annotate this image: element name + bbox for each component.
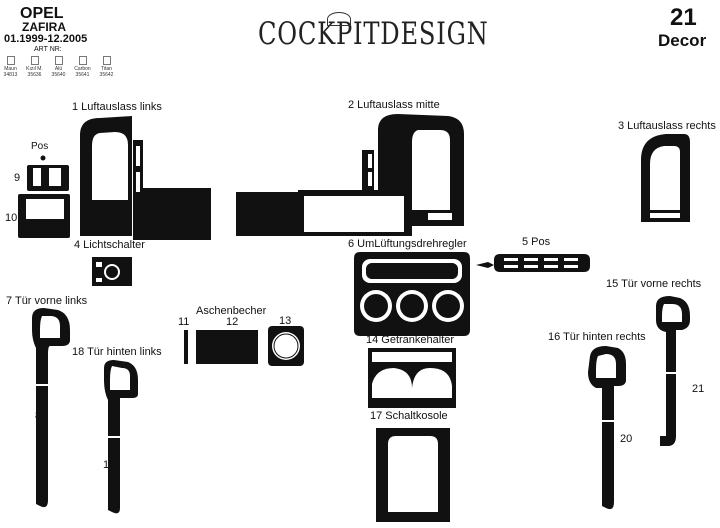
piece-count: 21 bbox=[670, 4, 697, 31]
label-part-17: 17 Schaltkosole bbox=[370, 410, 448, 422]
brand-logo: COCKPITDESIGN bbox=[258, 16, 489, 52]
part-1 bbox=[80, 116, 132, 236]
variant-code: 34813 bbox=[3, 71, 18, 78]
variant-checkbox[interactable] bbox=[102, 56, 111, 65]
label-part-2: 2 Luftauslass mitte bbox=[348, 99, 440, 111]
variant-code: 35642 bbox=[99, 71, 114, 78]
variant-code: 35640 bbox=[51, 71, 66, 78]
label-part-14: 14 Getrankehalter bbox=[366, 334, 455, 346]
piece-count-label: Decor bbox=[658, 31, 707, 50]
part-pos-small bbox=[40, 155, 46, 161]
part-3 bbox=[641, 134, 690, 222]
label-part-21: 21 bbox=[692, 383, 705, 395]
label-part-6: 6 UmLüftungsdrehregler bbox=[348, 238, 467, 250]
label-part-9: 9 bbox=[14, 172, 21, 184]
variant-name: Titan bbox=[101, 66, 112, 72]
part-7 bbox=[32, 308, 70, 508]
art-nr-label: ART NR: bbox=[34, 46, 62, 53]
variant-code: 35641 bbox=[75, 71, 90, 78]
label-part-19: 19 bbox=[103, 459, 116, 471]
label-part-8: 8 bbox=[35, 410, 42, 422]
label-part-12: 12 bbox=[226, 316, 239, 328]
label-part-5: 5 Pos bbox=[522, 236, 551, 248]
variant-checkbox[interactable] bbox=[6, 56, 15, 65]
part-11 bbox=[184, 330, 188, 364]
part-5 bbox=[494, 254, 590, 272]
label-part-16: 16 Tür hinten rechts bbox=[548, 331, 646, 343]
brand-title: OPEL bbox=[20, 5, 64, 22]
variant-checkbox[interactable] bbox=[30, 56, 39, 65]
variant-name: Alü bbox=[54, 66, 63, 72]
logo-ornament bbox=[327, 12, 351, 26]
variant-list: Maun 34813 Kızıl M. 35636 Alü 35640 Carb… bbox=[0, 56, 117, 78]
label-aschenbecher: Aschenbecher bbox=[196, 305, 267, 317]
label-part-3: 3 Luftauslass rechts bbox=[618, 120, 716, 132]
part-16 bbox=[588, 346, 626, 510]
label-part-4: 4 Lichtschalter bbox=[74, 239, 145, 251]
variant-checkbox[interactable] bbox=[78, 56, 87, 65]
part-2 bbox=[236, 192, 300, 236]
part-12 bbox=[196, 330, 258, 364]
variant-item[interactable]: Alü 35640 bbox=[48, 56, 69, 78]
variant-name: Carbon bbox=[74, 66, 91, 72]
variant-checkbox[interactable] bbox=[54, 56, 63, 65]
variant-name: Kızıl M. bbox=[26, 66, 43, 72]
label-part-13: 13 bbox=[279, 315, 292, 327]
label-part-18: 18 Tür hinten links bbox=[72, 346, 162, 358]
period-text: 01.1999-12.2005 bbox=[4, 33, 88, 45]
part-17 bbox=[376, 428, 450, 522]
label-part-20: 20 bbox=[620, 433, 633, 445]
model-title: ZAFIRA bbox=[22, 20, 66, 34]
part-18 bbox=[104, 360, 138, 514]
variant-item[interactable]: Kızıl M. 35636 bbox=[24, 56, 45, 78]
part-15 bbox=[656, 296, 690, 446]
label-part-11: 11 bbox=[178, 316, 190, 328]
label-part-10: 10 bbox=[5, 212, 18, 224]
variant-name: Maun bbox=[4, 66, 17, 72]
label-part-7: 7 Tür vorne links bbox=[6, 295, 88, 307]
label-part-1: 1 Luftauslass links bbox=[72, 101, 162, 113]
variant-item[interactable]: Carbon 35641 bbox=[72, 56, 93, 78]
label-part-15: 15 Tür vorne rechts bbox=[606, 278, 702, 290]
variant-code: 35636 bbox=[27, 71, 42, 78]
label-pos-small: Pos bbox=[31, 141, 49, 152]
variant-item[interactable]: Titan 35642 bbox=[96, 56, 117, 78]
variant-item[interactable]: Maun 34813 bbox=[0, 56, 21, 78]
